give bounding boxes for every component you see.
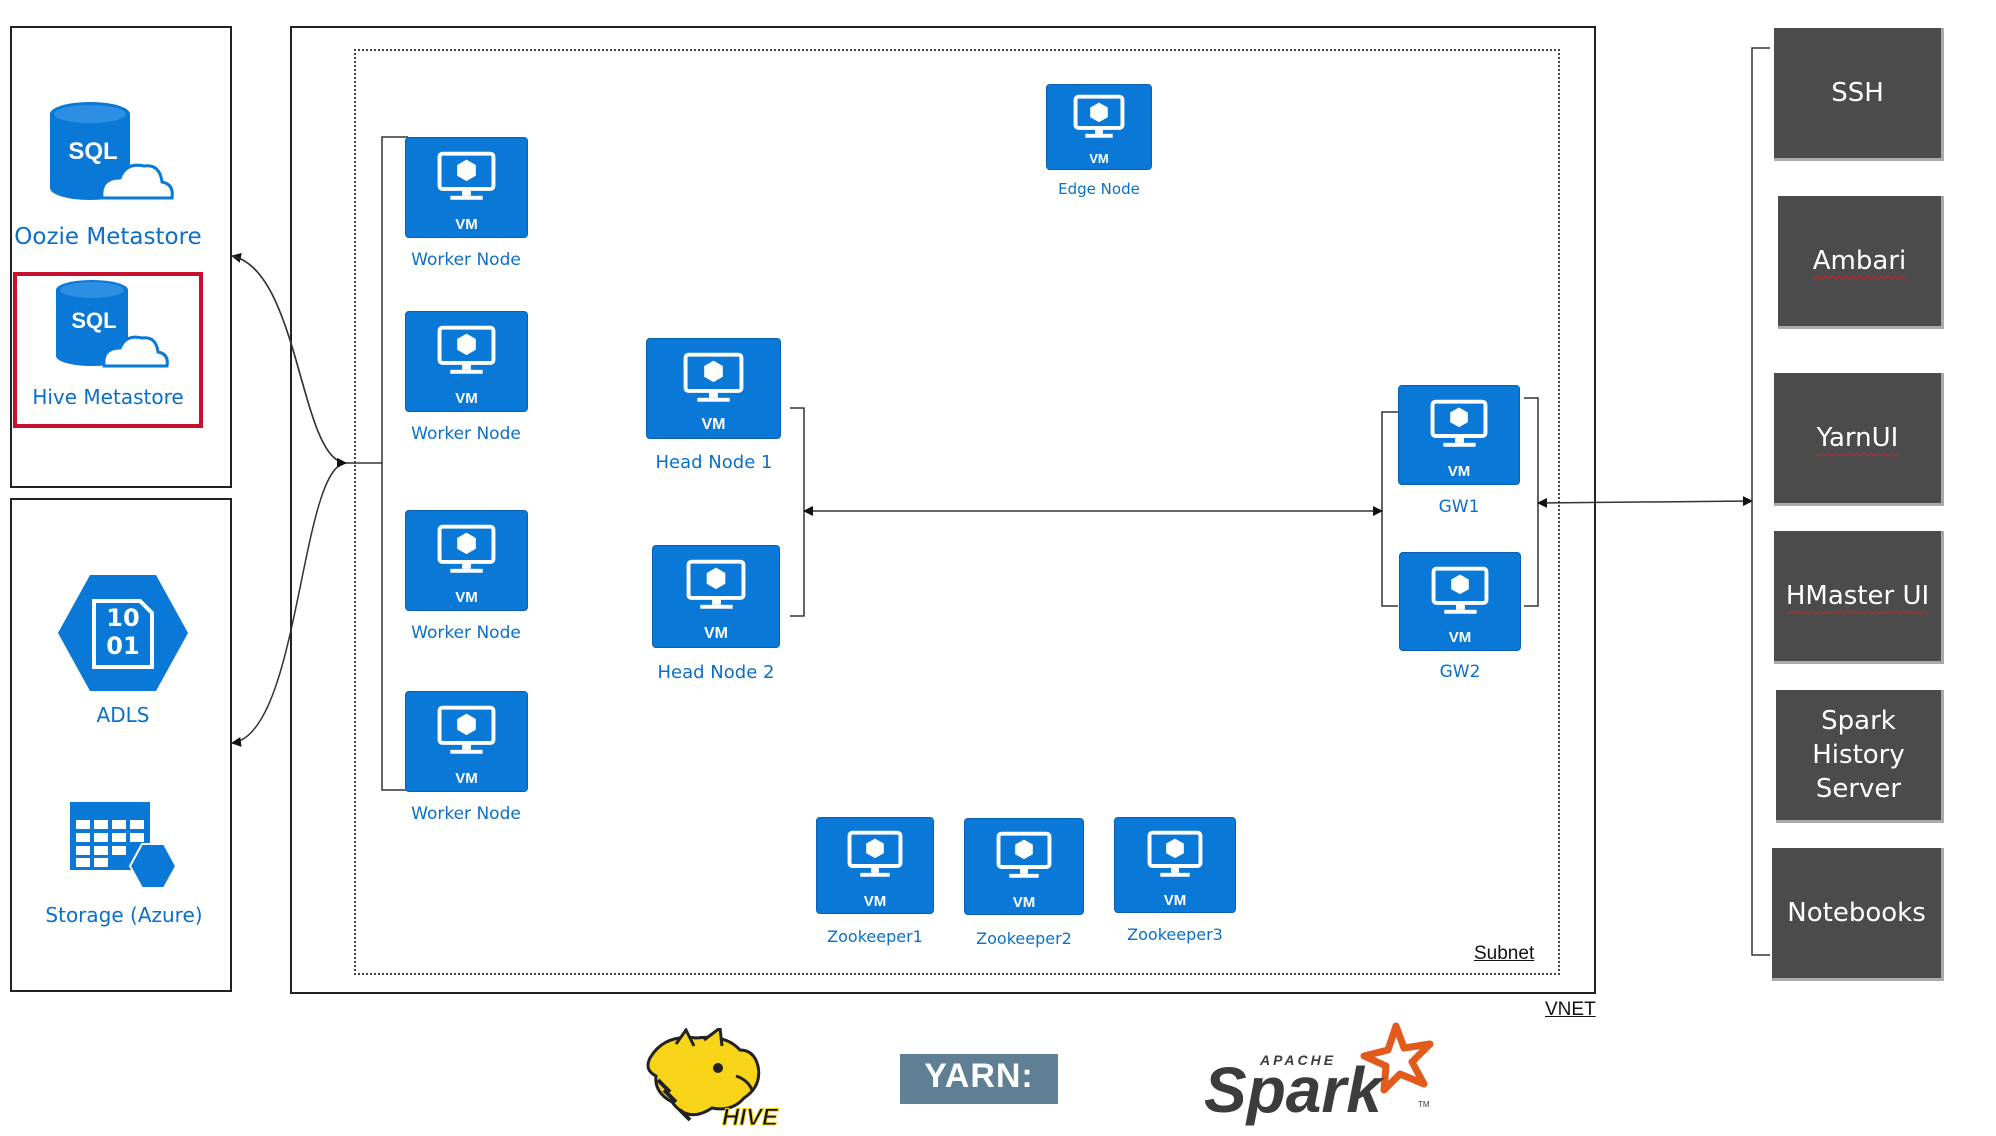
zookeeper-3-label: Zookeeper3 (1127, 925, 1223, 944)
ssh-service[interactable]: SSH (1774, 28, 1944, 161)
worker-node-4-label: Worker Node (411, 804, 521, 824)
vm-monitor-icon (437, 151, 496, 200)
oozie-metastore-label: Oozie Metastore (14, 224, 202, 250)
spark-wordmark-text: Spark (1204, 1054, 1382, 1126)
worker-node-4-vm[interactable]: VM (405, 691, 528, 792)
azure-storage-icon (68, 800, 180, 896)
vm-monitor-icon (996, 831, 1052, 878)
vm-tag: VM (1012, 894, 1036, 911)
spark-star-icon (1360, 1022, 1434, 1094)
head-node-1-label: Head Node 1 (655, 452, 773, 473)
vm-monitor-icon (437, 325, 496, 374)
oozie-sql-icon: SQL (44, 100, 174, 212)
worker-node-2-label: Worker Node (411, 424, 521, 444)
spark-history-label-line2: Server (1815, 774, 1902, 804)
ambari-service[interactable]: Ambari (1778, 196, 1944, 329)
spark-tm-text: TM (1418, 1100, 1430, 1109)
vm-tag: VM (1447, 463, 1471, 480)
storage-azure-label: Storage (Azure) (45, 903, 203, 927)
zookeeper-2-label: Zookeeper2 (976, 929, 1072, 948)
vm-tag: VM (455, 216, 478, 233)
yarn-logo: YARN: (900, 1054, 1058, 1104)
subnet-label: Subnet (1474, 943, 1535, 964)
head-node-2-vm[interactable]: VM (652, 545, 780, 648)
ssh-label: SSH (1831, 78, 1884, 108)
vm-tag: VM (701, 416, 726, 433)
worker-node-1-label: Worker Node (411, 250, 521, 270)
vm-monitor-icon (1431, 566, 1489, 614)
zookeeper-1-label: Zookeeper1 (827, 927, 923, 946)
vm-tag: VM (704, 625, 728, 642)
vm-monitor-icon (1430, 399, 1488, 447)
edge-node-vm[interactable]: VM (1046, 84, 1152, 170)
gw1-vm[interactable]: VM (1398, 385, 1520, 485)
vm-monitor-icon (847, 830, 903, 877)
gw2-label: GW2 (1439, 662, 1481, 682)
vm-tag: VM (455, 390, 478, 407)
gw2-vm[interactable]: VM (1399, 552, 1521, 651)
vnet-label: VNET (1545, 999, 1596, 1020)
yarnui-label: YarnUI (1816, 423, 1899, 453)
vm-monitor-icon (437, 524, 496, 573)
worker-node-3-label: Worker Node (411, 623, 521, 643)
vm-monitor-icon (686, 559, 746, 609)
vm-monitor-icon (1073, 94, 1125, 138)
vm-tag: VM (1089, 151, 1109, 166)
hive-logo: HIVE (640, 1025, 800, 1132)
spark-history-server-service[interactable]: Spark History Server (1776, 690, 1944, 823)
edge-node-label: Edge Node (1058, 180, 1140, 198)
head-node-1-vm[interactable]: VM (646, 338, 781, 439)
vm-monitor-icon (437, 705, 496, 754)
spark-logo: APACHE Spark TM (1200, 1018, 1450, 1128)
adls-icon-text-bottom: 01 (106, 632, 140, 660)
worker-node-1-vm[interactable]: VM (405, 137, 528, 238)
spark-history-label-line1: Spark History (1812, 706, 1905, 770)
gw1-label: GW1 (1438, 497, 1480, 517)
oozie-sql-text: SQL (68, 138, 118, 165)
hive-metastore-highlight (13, 272, 203, 428)
adls-icon: 10 01 (56, 573, 190, 693)
zookeeper-2-vm[interactable]: VM (964, 818, 1084, 915)
vm-monitor-icon (683, 352, 744, 402)
vm-tag: VM (1448, 629, 1472, 646)
vm-tag: VM (455, 770, 478, 787)
vm-monitor-icon (1147, 830, 1203, 877)
vm-tag: VM (863, 893, 887, 910)
services-bracket (1751, 47, 1770, 956)
zookeeper-1-vm[interactable]: VM (816, 817, 934, 914)
zookeeper-3-vm[interactable]: VM (1114, 817, 1236, 913)
metastore-panel (10, 26, 232, 488)
adls-icon-text-top: 10 (106, 604, 140, 632)
worker-node-3-vm[interactable]: VM (405, 510, 528, 611)
ambari-label: Ambari (1812, 246, 1907, 276)
spark-apache-text: APACHE (1260, 1052, 1337, 1068)
notebooks-service[interactable]: Notebooks (1772, 848, 1944, 981)
hive-logo-text: HIVE (721, 1104, 779, 1132)
subnet-box (354, 49, 1560, 975)
head-node-2-label: Head Node 2 (657, 662, 775, 683)
hive-metastore-label: Hive Metastore (32, 385, 184, 409)
hmaster-ui-service[interactable]: HMaster UI (1774, 531, 1944, 664)
adls-label: ADLS (96, 703, 150, 727)
worker-node-2-vm[interactable]: VM (405, 311, 528, 412)
notebooks-label: Notebooks (1787, 898, 1926, 928)
vm-tag: VM (455, 589, 478, 606)
vm-tag: VM (1163, 892, 1187, 909)
hive-sql-icon: SQL (52, 278, 170, 378)
yarn-logo-text: YARN: (924, 1056, 1034, 1095)
hive-sql-text: SQL (71, 308, 117, 333)
hmaster-ui-label: HMaster UI (1785, 581, 1930, 611)
yarnui-service[interactable]: YarnUI (1774, 373, 1944, 506)
